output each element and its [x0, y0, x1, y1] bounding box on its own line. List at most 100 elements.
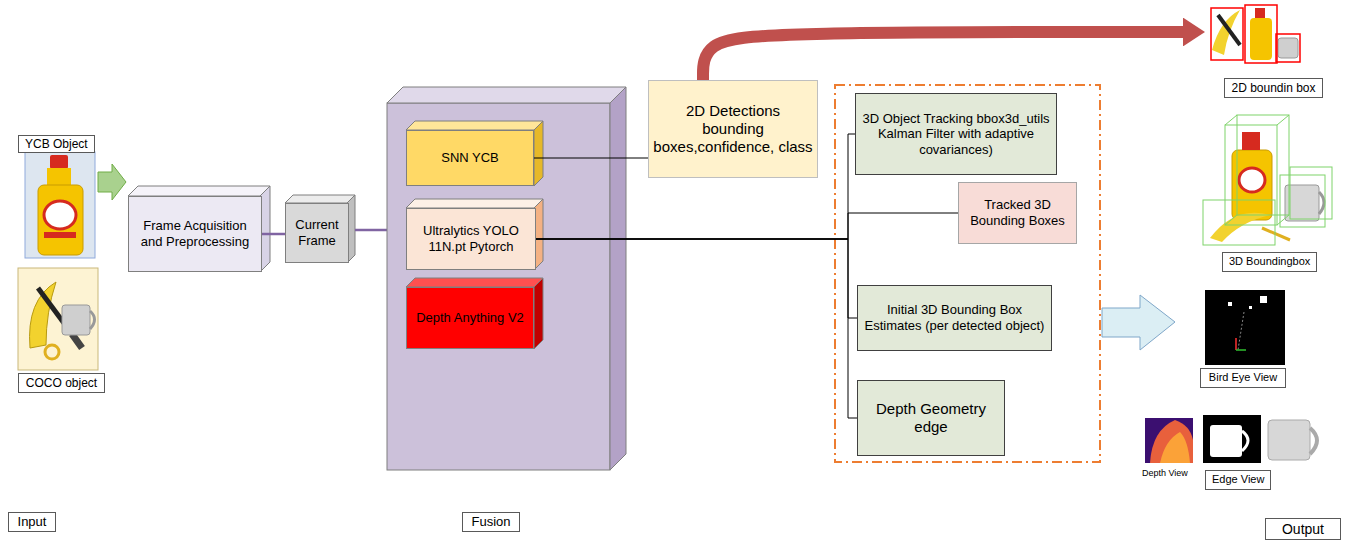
node-text: Output	[1282, 521, 1324, 538]
image-label: YCB Object	[18, 135, 95, 153]
node-text: 3D Boundingbox	[1229, 255, 1310, 268]
coco-photo	[45, 345, 59, 359]
3d-box-photo	[1290, 167, 1332, 219]
output-label: Bird Eye View	[1200, 368, 1286, 388]
bird-eye-photo	[1236, 349, 1246, 351]
data-link	[262, 233, 285, 236]
model-cube: Ultralytics YOLO 11N.pt Pytorch	[406, 208, 536, 270]
mug-photo	[1268, 420, 1310, 460]
node-text: Fusion	[471, 514, 510, 530]
node-text: Frame Acquisition and Preprocessing	[133, 218, 257, 249]
coco-photo	[72, 334, 82, 348]
detection-photo	[1211, 8, 1243, 60]
cube-face	[128, 186, 270, 196]
data-link	[536, 239, 857, 318]
process-box: Tracked 3D Bounding Boxes	[958, 182, 1077, 244]
image-label: COCO object	[18, 373, 105, 393]
process-box: Depth Geometry edge	[857, 380, 1005, 456]
node-text: Depth Anything V2	[416, 310, 524, 326]
node-text: Depth Geometry edge	[862, 400, 1000, 436]
3d-box-photo	[1225, 115, 1237, 125]
bird-eye-photo	[1205, 290, 1285, 365]
dashed-region	[835, 85, 1100, 462]
fusion-cube	[610, 87, 626, 470]
node-text: Current Frame	[290, 217, 344, 248]
3d-box-photo	[1203, 200, 1275, 245]
process-cube: Frame Acquisition and Preprocessing	[128, 196, 262, 272]
detection-photo	[1212, 10, 1240, 55]
3d-box-photo	[1239, 168, 1265, 192]
detection-photo	[1245, 5, 1277, 63]
cube-face	[406, 278, 543, 287]
3d-box-photo	[1203, 115, 1332, 245]
node-text: SNN YCB	[441, 150, 499, 166]
edge-photo	[1203, 415, 1261, 463]
process-box: Initial 3D Bounding Box Estimates (per d…	[857, 285, 1052, 351]
node-text: 2D Detections bounding boxes,confidence,…	[653, 102, 813, 156]
coco-photo	[18, 268, 98, 370]
output-arrow	[1102, 295, 1175, 350]
node-text: Initial 3D Bounding Box Estimates (per d…	[862, 302, 1047, 333]
cube-face	[285, 195, 355, 203]
depth-photo	[1145, 418, 1193, 463]
detection-photo	[1255, 8, 1265, 18]
cube-face	[534, 278, 543, 349]
node-text: COCO object	[26, 376, 97, 390]
mustard-photo	[38, 185, 83, 255]
depth-photo	[1150, 420, 1193, 463]
input-arrow	[98, 164, 126, 200]
node-text: Ultralytics YOLO 11N.pt Pytorch	[411, 223, 531, 254]
mustard-photo	[44, 201, 76, 229]
coco-photo	[90, 311, 95, 329]
output-label: Edge View	[1205, 470, 1271, 490]
input-arrow	[98, 164, 126, 200]
edge-photo	[1210, 425, 1242, 457]
3d-box-photo	[1319, 192, 1324, 214]
bird-eye-photo	[1260, 296, 1267, 303]
3d-box-photo	[1242, 132, 1260, 150]
coco-photo	[62, 305, 90, 335]
depth-photo	[1160, 432, 1190, 463]
3d-box-photo	[1225, 125, 1277, 225]
node-text: 2D boundin box	[1224, 78, 1322, 98]
section-label: Fusion	[462, 512, 520, 532]
mustard-photo	[44, 232, 76, 238]
cube-face	[406, 121, 543, 349]
3d-box-photo	[1203, 115, 1332, 245]
process-cube: Current Frame	[285, 203, 349, 263]
detection-photo	[1211, 5, 1300, 63]
3d-box-photo	[1232, 150, 1272, 220]
link-line	[355, 229, 387, 232]
detection-photo	[1278, 38, 1298, 58]
data-link	[534, 158, 648, 159]
3d-box-photo	[1262, 228, 1290, 240]
detection-photo	[1218, 15, 1240, 45]
detection-photo	[1276, 34, 1300, 62]
bird-eye-photo	[1228, 302, 1232, 306]
mustard-photo	[25, 152, 95, 258]
link-line	[355, 230, 387, 231]
bird-eye-photo	[1238, 312, 1244, 350]
output-box: 2D Detections bounding boxes,confidence,…	[648, 80, 818, 178]
edge-photo	[1242, 431, 1248, 451]
node-text: 3D Object Tracking bbox3d_utils Kalman F…	[860, 111, 1052, 158]
process-box: 3D Object Tracking bbox3d_utils Kalman F…	[855, 93, 1057, 175]
fusion-cube	[387, 87, 626, 103]
output-arrow	[1102, 295, 1175, 350]
data-link	[536, 239, 857, 418]
3d-box-photo	[1225, 215, 1237, 225]
output-label: 2D boundin box	[1205, 5, 1342, 98]
output-arrow	[703, 32, 1183, 80]
image-caption: Depth View	[1140, 468, 1190, 479]
node-text: Tracked 3D Bounding Boxes	[963, 197, 1072, 228]
node-text: Bird Eye View	[1209, 371, 1277, 384]
node-text: YCB Object	[25, 137, 88, 151]
bird-eye-photo	[1249, 306, 1252, 309]
detection-photo	[1250, 18, 1272, 60]
bird-eye-photo	[1205, 290, 1285, 365]
cube-face	[534, 121, 543, 186]
depth-photo	[1145, 418, 1193, 463]
dashed-region	[835, 85, 1100, 462]
mustard-photo	[50, 155, 68, 169]
node-text: Input	[18, 514, 47, 530]
